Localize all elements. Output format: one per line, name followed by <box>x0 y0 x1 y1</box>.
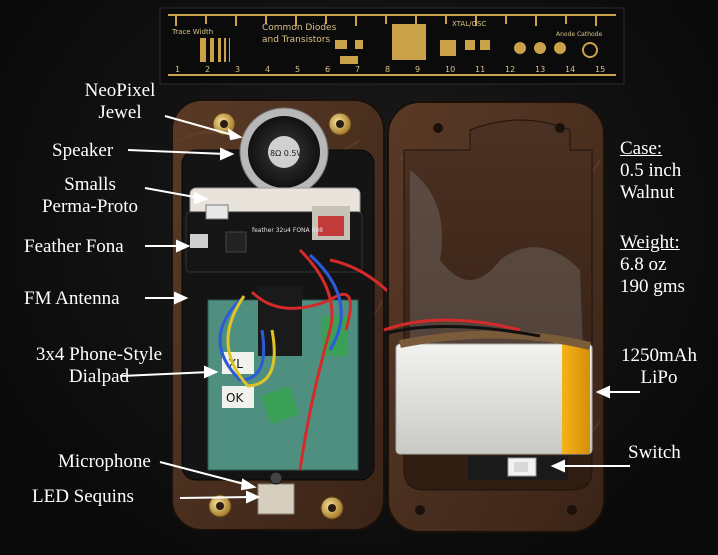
label-neopixel-line1: NeoPixel <box>84 80 156 101</box>
ruler-crystal-label: XTAL/OSC <box>452 20 486 28</box>
label-speaker: Speaker <box>52 140 114 161</box>
ruler-scale-number: 10 <box>445 65 455 74</box>
label-case-line2: Walnut <box>620 182 675 203</box>
label-switch: Switch <box>628 442 681 463</box>
label-battery: 1250mAh LiPo <box>610 345 708 389</box>
label-neopixel-line2: Jewel <box>98 102 142 123</box>
ruler-left-text: Trace Width <box>171 28 213 36</box>
label-weight-line2: 190 gms <box>620 276 685 297</box>
ruler-scale-number: 11 <box>475 65 485 74</box>
power-switch <box>468 456 568 480</box>
label-dialpad: 3x4 Phone-Style Dialpad <box>14 344 184 388</box>
label-battery-line1: 1250mAh <box>621 345 697 366</box>
ruler-scale-number: 13 <box>535 65 545 74</box>
label-dialpad-line1: 3x4 Phone-Style <box>35 344 163 365</box>
ruler-scale-number: 5 <box>295 65 300 74</box>
label-battery-line2: LiPo <box>640 367 678 388</box>
label-case-title: Case: <box>620 138 663 159</box>
ruler-scale-number: 12 <box>505 65 515 74</box>
label-smalls-line1: Smalls <box>64 174 116 195</box>
ruler-scale-number: 3 <box>235 65 240 74</box>
ruler-section-title-line1: Common Diodes <box>262 23 337 33</box>
label-led-sequins: LED Sequins <box>32 486 134 507</box>
right-case-half <box>383 101 605 533</box>
ruler-section-title-line2: and Transistors <box>262 35 331 45</box>
label-smalls: Smalls Perma-Proto <box>30 174 150 218</box>
speaker: 8Ω 0.5W <box>239 107 329 197</box>
ruler-scale-number: 6 <box>325 65 330 74</box>
board-marking: feather 32u4 FONA 808 <box>252 227 323 234</box>
left-case-half: 8Ω 0.5W feather 32u4 FONA 808 XL OK <box>171 99 422 531</box>
ruler-scale-number: 14 <box>565 65 575 74</box>
dialpad-board: XL OK <box>207 286 359 471</box>
ruler-scale-number: 8 <box>385 65 390 74</box>
ruler-scale-number: 15 <box>595 65 605 74</box>
speaker-marking: 8Ω 0.5W <box>270 149 304 158</box>
ruler-scale-number: 2 <box>205 65 210 74</box>
pcb-ruler: Trace Width Common Diodes and Transistor… <box>159 7 625 85</box>
feather-fona-board: feather 32u4 FONA 808 <box>185 204 363 273</box>
ruler-brand-label: Anode Cathode <box>556 31 602 38</box>
callout-arrows <box>119 115 640 504</box>
ruler-scale-number: 4 <box>265 65 270 74</box>
label-smalls-line2: Perma-Proto <box>41 196 139 217</box>
keypad-key-b: OK <box>226 391 244 405</box>
lipo-battery <box>395 330 593 455</box>
microphone <box>269 471 283 485</box>
ruler-scale-number: 1 <box>175 65 180 74</box>
label-case-line1: 0.5 inch <box>620 160 682 181</box>
ruler-scale-number: 7 <box>355 65 360 74</box>
label-fm-antenna: FM Antenna <box>24 288 120 309</box>
label-weight-title: Weight: <box>620 232 680 253</box>
label-neopixel: NeoPixel Jewel <box>70 80 170 124</box>
label-dialpad-line2: Dialpad <box>68 366 130 387</box>
label-weight-line1: 6.8 oz <box>620 254 667 275</box>
label-feather-fona: Feather Fona <box>24 236 124 257</box>
label-microphone: Microphone <box>58 451 151 472</box>
ruler-scale-number: 9 <box>415 65 420 74</box>
label-case: Case: 0.5 inch Walnut <box>620 138 681 204</box>
label-weight: Weight: 6.8 oz 190 gms <box>620 232 685 298</box>
led-sequin-board <box>257 483 295 515</box>
